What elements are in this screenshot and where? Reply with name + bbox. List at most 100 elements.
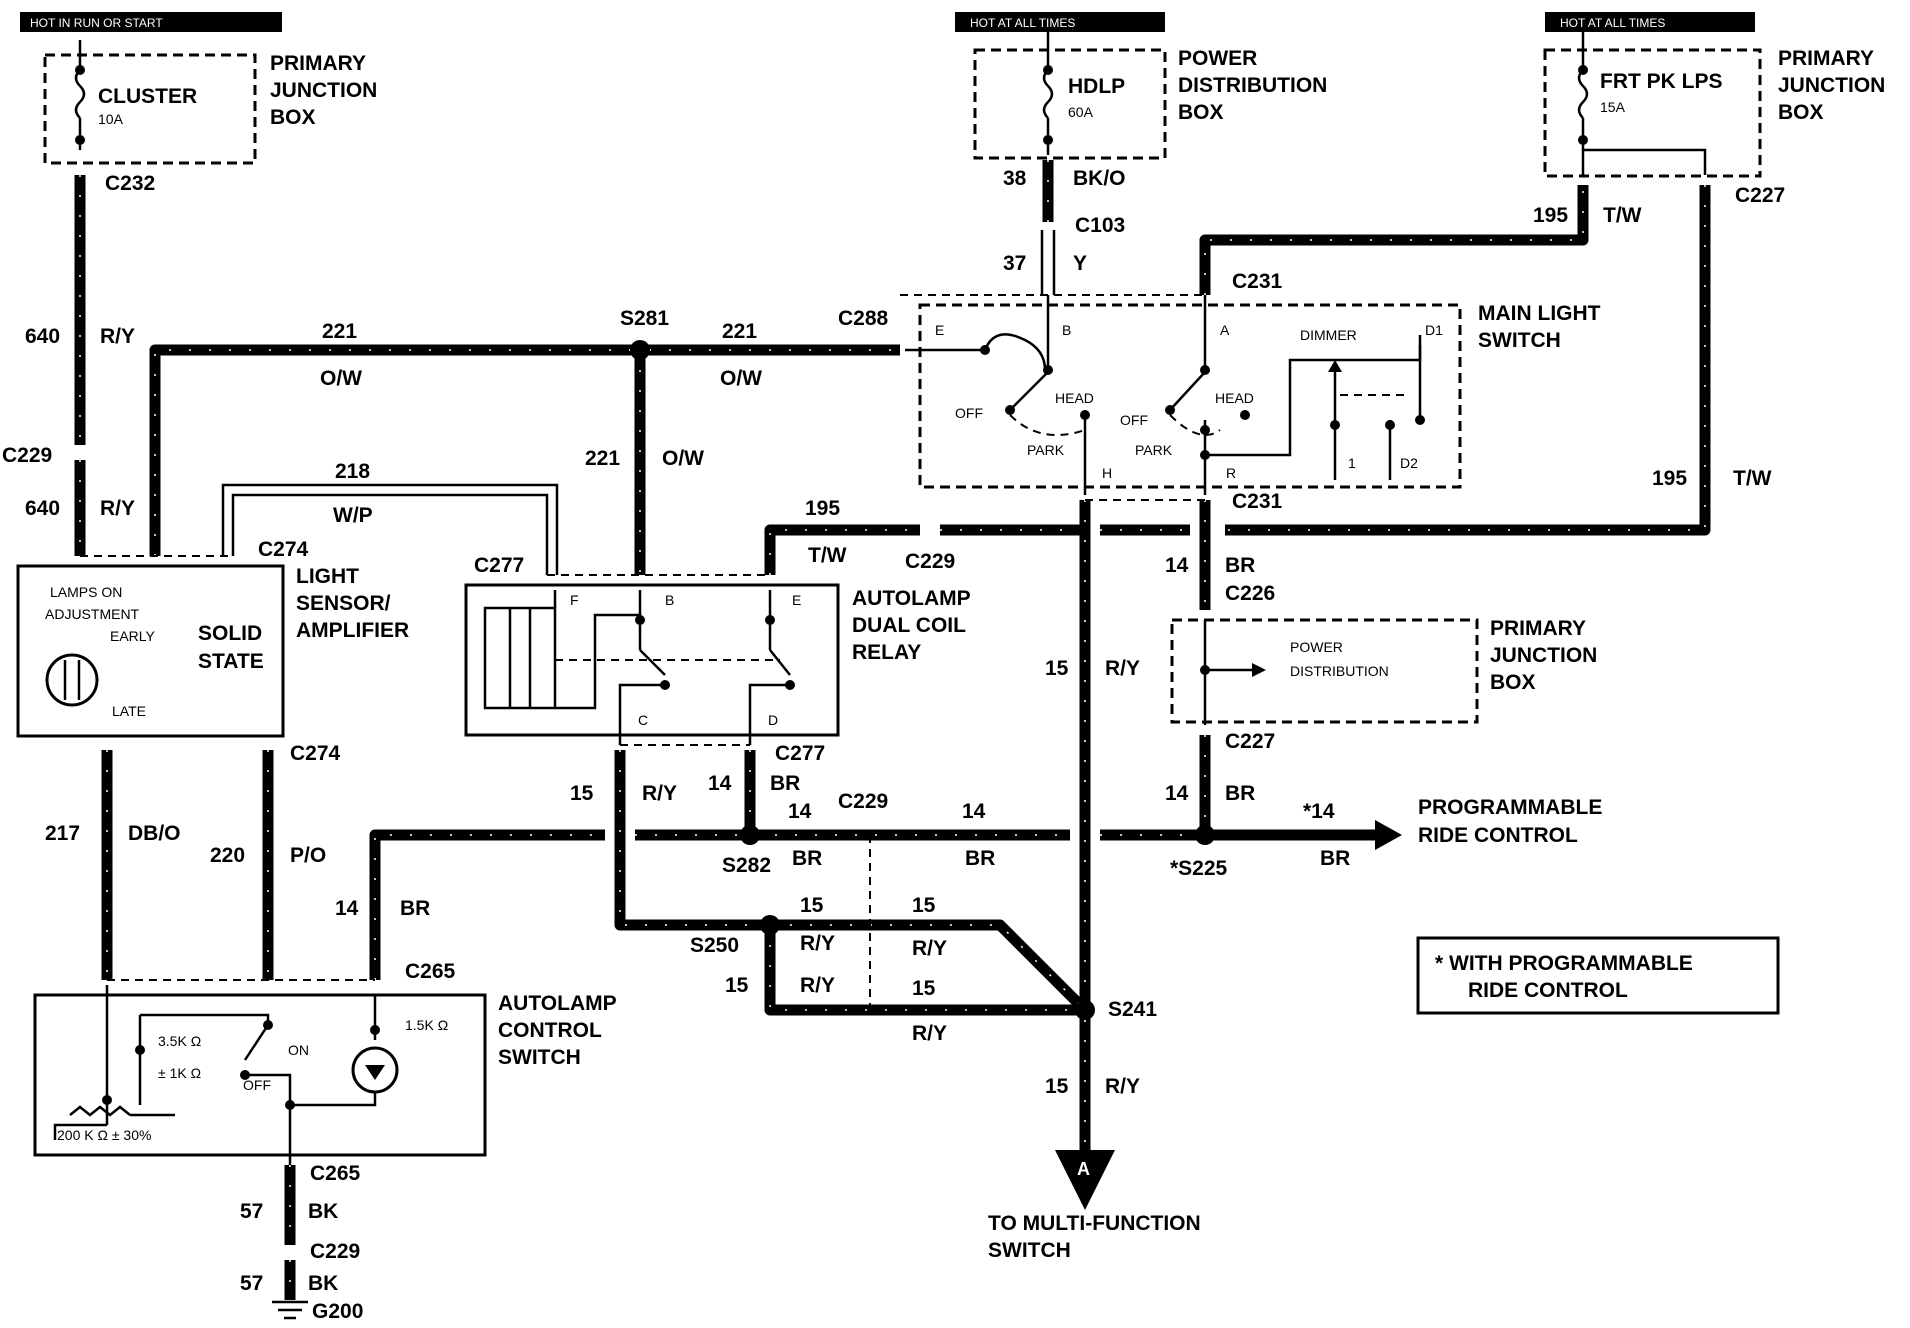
circuit-15-e-color: R/Y	[800, 974, 835, 997]
conn-c226: C226	[1225, 582, 1275, 605]
marker-a: A	[1077, 1159, 1090, 1179]
conn-c232: C232	[105, 172, 155, 195]
conn-g200: G200	[312, 1300, 363, 1323]
cs-r1-tol: ± 1K Ω	[158, 1065, 201, 1081]
pjb-mid-box: POWER DISTRIBUTION	[1170, 618, 1479, 725]
pjb-left-label: PRIMARY JUNCTION BOX	[270, 52, 377, 129]
circuit-15-f: 15	[912, 977, 936, 1000]
cs-on: ON	[288, 1042, 309, 1058]
pjb-mid-inner1: POWER	[1290, 639, 1343, 655]
ls-line3: AMPLIFIER	[296, 619, 409, 642]
circuit-15-a-color: R/Y	[1105, 657, 1140, 680]
msw-term-a: A	[1220, 322, 1230, 338]
circuit-15-b-color: R/Y	[642, 782, 677, 805]
pjb-mid-line2: JUNCTION	[1490, 644, 1597, 667]
ls-early: EARLY	[110, 628, 156, 644]
msw-head2: HEAD	[1215, 390, 1254, 406]
circuit-15-g-color: R/Y	[1105, 1075, 1140, 1098]
conn-c229-b: C229	[905, 550, 955, 573]
pjb-right-line2: JUNCTION	[1778, 74, 1885, 97]
circuit-640-a: 640	[25, 325, 60, 348]
circuit-37: 37	[1003, 252, 1026, 275]
relay-label: AUTOLAMP DUAL COIL RELAY	[852, 587, 971, 664]
msw-off1: OFF	[955, 405, 983, 421]
circuit-38-color: BK/O	[1073, 167, 1126, 190]
header-hot-at-all-times-center: HOT AT ALL TIMES	[955, 12, 1165, 32]
conn-c229-c: C229	[838, 790, 888, 813]
circuit-640-b: 640	[25, 497, 60, 520]
autolamp-dual-coil-relay: F B E C D	[464, 583, 840, 745]
fuse-frt-pk-lps-name: FRT PK LPS	[1600, 70, 1723, 93]
relay-line3: RELAY	[852, 641, 921, 664]
wire-218	[221, 483, 559, 575]
splice-s282: S282	[722, 854, 771, 877]
conn-c103: C103	[1075, 214, 1125, 237]
msw-term-h: H	[1102, 465, 1112, 481]
conn-c229-d: C229	[310, 1240, 360, 1263]
splice-s281: S281	[620, 307, 669, 330]
circuit-195-b: 195	[1652, 467, 1687, 490]
circuit-37-color: Y	[1073, 252, 1087, 275]
relay-line1: AUTOLAMP	[852, 587, 971, 610]
conn-c277-a: C277	[474, 554, 524, 577]
note-line2: RIDE CONTROL	[1468, 979, 1628, 1002]
circuit-15-c-color: R/Y	[800, 932, 835, 955]
pdb-label: POWER DISTRIBUTION BOX	[1178, 47, 1327, 124]
main-light-switch-label: MAIN LIGHT SWITCH	[1478, 302, 1601, 352]
conn-c231-b: C231	[1232, 490, 1283, 513]
cs-off: OFF	[243, 1077, 271, 1093]
wires	[74, 160, 1711, 1300]
circuit-15-d-color: R/Y	[912, 937, 947, 960]
ls-state: STATE	[198, 650, 264, 673]
circuit-15-a: 15	[1045, 657, 1069, 680]
circuit-195-a: 195	[1533, 204, 1568, 227]
cs-pot: 200 K Ω ± 30%	[57, 1127, 151, 1143]
cs-line3: SWITCH	[498, 1046, 581, 1069]
relay-term-e: E	[792, 592, 801, 608]
conn-c227-a: C227	[1735, 184, 1785, 207]
msw-line2: SWITCH	[1478, 329, 1561, 352]
ls-late: LATE	[112, 703, 146, 719]
circuit-220: 220	[210, 844, 245, 867]
arrow-programmable-ride-control	[1205, 820, 1402, 850]
circuit-15-d: 15	[912, 894, 936, 917]
pjb-left-line1: PRIMARY	[270, 52, 366, 75]
circuit-labels: 640 R/Y 640 R/Y 221 O/W 221 O/W 221 O/W …	[25, 167, 1772, 1295]
conn-c265-a: C265	[405, 960, 456, 983]
ls-solid: SOLID	[198, 622, 262, 645]
ls-adjustment: ADJUSTMENT	[45, 606, 140, 622]
circuit-221-a: 221	[322, 320, 357, 343]
pjb-mid-inner2: DISTRIBUTION	[1290, 663, 1389, 679]
circuit-217-color: DB/O	[128, 822, 181, 845]
pdb-line1: POWER	[1178, 47, 1257, 70]
header-center-text: HOT AT ALL TIMES	[970, 16, 1075, 30]
msw-term-b: B	[1062, 322, 1071, 338]
relay-term-d: D	[768, 712, 778, 728]
circuit-14-e: 14	[962, 800, 986, 823]
control-switch-label: AUTOLAMP CONTROL SWITCH	[498, 992, 617, 1069]
circuit-195-b-color: T/W	[1733, 467, 1772, 490]
circuit-195-c-color: T/W	[808, 544, 847, 567]
msw-term-r: R	[1226, 465, 1236, 481]
ls-line1: LIGHT	[296, 565, 359, 588]
cs-line1: AUTOLAMP	[498, 992, 617, 1015]
pjb-right-label: PRIMARY JUNCTION BOX	[1778, 47, 1885, 124]
conn-c274-a: C274	[258, 538, 309, 561]
circuit-640-b-color: R/Y	[100, 497, 135, 520]
fuse-cluster-rating: 10A	[98, 111, 124, 127]
msw-park1: PARK	[1027, 442, 1065, 458]
circuit-195-c: 195	[805, 497, 840, 520]
fuse-hdlp-name: HDLP	[1068, 75, 1125, 98]
circuit-221-c: 221	[585, 447, 620, 470]
msw-term-d2: D2	[1400, 455, 1418, 471]
pjb-mid-line3: BOX	[1490, 671, 1536, 694]
circuit-14-b-color: BR	[1225, 782, 1255, 805]
circuit-14-g: *14	[1303, 800, 1335, 823]
conn-c288: C288	[838, 307, 889, 330]
splice-s225: *S225	[1170, 857, 1228, 880]
circuit-221-c-color: O/W	[662, 447, 704, 470]
ls-line2: SENSOR/	[296, 592, 391, 615]
pjb-right-fuse-box: FRT PK LPS 15A	[1543, 32, 1762, 178]
conn-c277-b: C277	[775, 742, 825, 765]
circuit-15-b: 15	[570, 782, 594, 805]
